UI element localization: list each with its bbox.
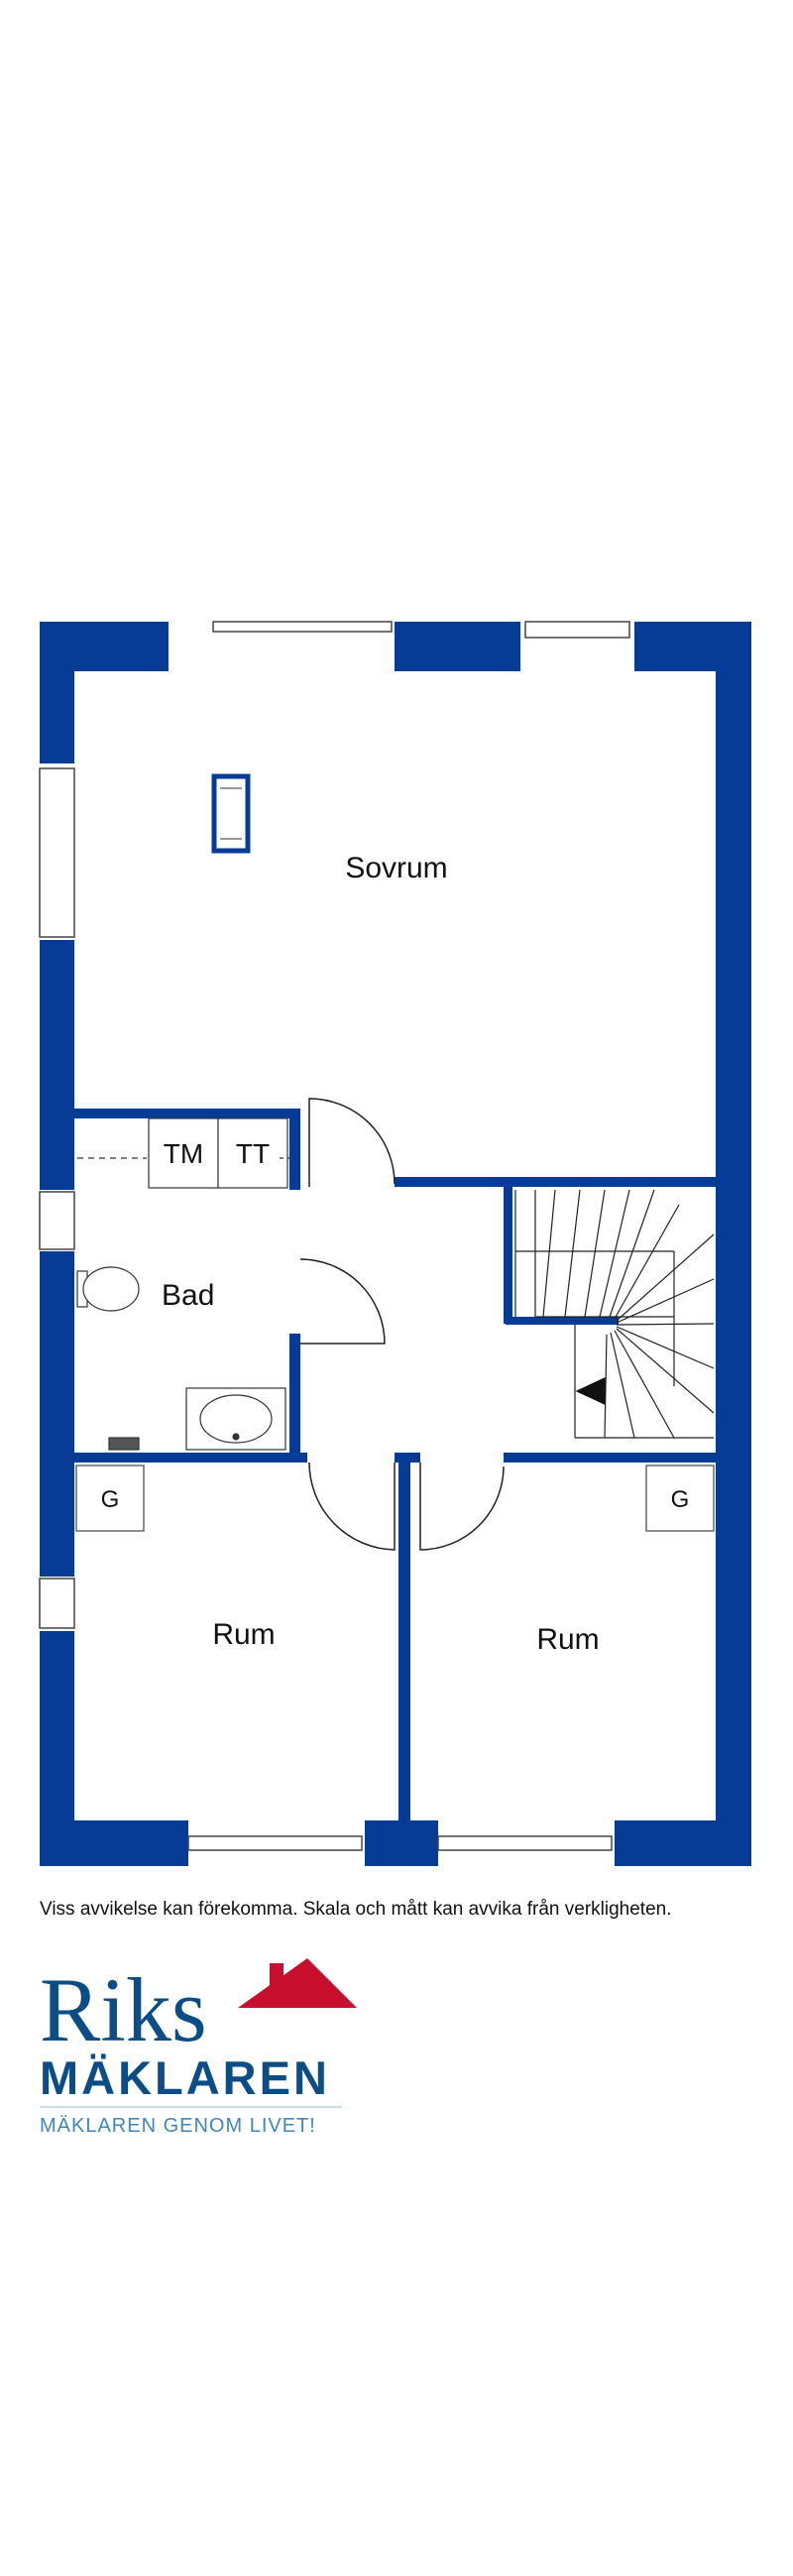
wall-bath-right-lower [289,1334,300,1455]
window-bottom-1 [187,1835,363,1851]
fixture-label-tm: TM [164,1138,203,1169]
wall-bottom-left [40,1820,188,1866]
fixture-label-tt: TT [236,1138,270,1169]
wall-left-1 [40,622,74,763]
wall-bath-top [74,1109,300,1118]
wall-bottom-middle [365,1820,438,1866]
disclaimer-text: Viss avvikelse kan förekomma. Skala och … [40,1899,672,1920]
stair-direction-arrow [575,1377,606,1405]
window-left-1 [39,767,75,938]
logo-house-chimney [270,1963,283,1985]
logo-riks: Riks [40,1959,207,2060]
wall-top-middle [395,622,520,671]
logo-tagline: MÄKLAREN GENOM LIVET! [40,2115,316,2137]
room-label-bad: Bad [162,1279,214,1312]
wall-rooms-top-left [74,1453,307,1463]
wall-left-3 [40,1251,74,1577]
room-label-rum-left: Rum [212,1618,275,1651]
dryer-box [217,1117,288,1189]
wardrobe-right [645,1464,715,1532]
skylight [211,773,251,854]
door-bad [299,1258,386,1345]
wall-stair-landing [506,1317,619,1325]
stairs [514,1189,715,1439]
wardrobe-label-right: G [671,1486,690,1513]
room-label-sovrum: Sovrum [345,852,447,884]
window-left-3 [39,1578,75,1629]
wall-right [716,622,751,1866]
wall-hall-top [395,1177,716,1187]
toilet-bowl [82,1266,140,1312]
wall-rooms-divider [398,1453,410,1821]
window-left-2 [39,1191,75,1250]
walls [40,622,751,1866]
window-top-1 [212,621,393,633]
doors [299,1098,505,1551]
door-sovrum [308,1098,396,1187]
wall-bath-right-upper [289,1109,300,1190]
window-bottom-2 [437,1835,613,1851]
wardrobe-left [75,1464,145,1532]
room-label-rum-right: Rum [536,1623,599,1656]
wall-stair-post [504,1187,512,1324]
sink-basin [199,1394,273,1444]
bathroom-fixtures [76,1117,289,1451]
wardrobes [75,1464,715,1532]
door-rum-left [308,1462,396,1551]
logo-maklaren: MÄKLAREN [40,2051,330,2104]
wall-rooms-top-right [504,1453,716,1463]
wall-bottom-right [615,1820,751,1866]
riksmaklaren-logo: Riks MÄKLAREN MÄKLAREN GENOM LIVET! [40,1958,357,2137]
wardrobe-label-left: G [101,1486,120,1513]
logo-house-roof [238,1958,357,2008]
floor-drain [108,1437,140,1451]
windows [39,621,630,1851]
door-rum-right [419,1463,505,1551]
wall-left-2 [40,940,74,1190]
window-top-2 [524,621,630,639]
